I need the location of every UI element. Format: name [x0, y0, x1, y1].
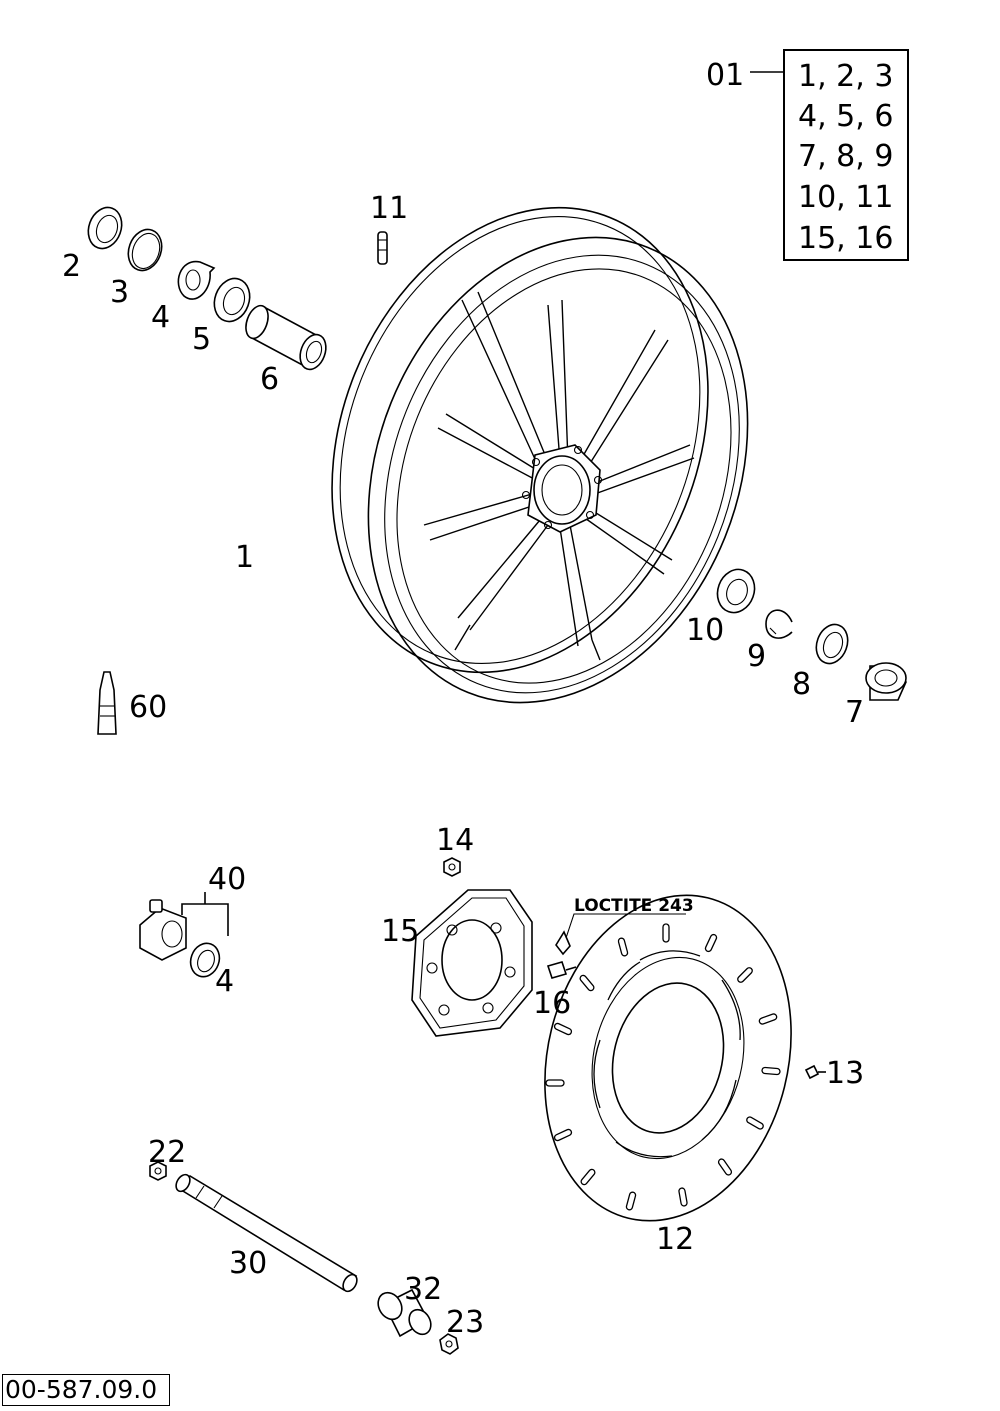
label-part-14: 14 — [436, 823, 474, 858]
label-part-22: 22 — [148, 1135, 186, 1170]
part-60-tube — [97, 671, 117, 735]
part-10-bearing — [716, 568, 756, 614]
kit-number: 01 — [706, 58, 744, 93]
label-part-15: 15 — [381, 914, 419, 949]
part-9-circlip — [765, 609, 793, 639]
label-part-4: 4 — [151, 300, 170, 335]
label-part-2: 2 — [62, 249, 81, 284]
part-32-spacer — [377, 1288, 432, 1338]
wheel-spokes — [423, 291, 695, 661]
part-4-circlip — [177, 260, 216, 300]
label-part-32: 32 — [404, 1272, 442, 1307]
label-part-1: 1 — [235, 540, 254, 575]
label-part-30: 30 — [229, 1246, 267, 1281]
label-part-60: 60 — [129, 690, 167, 725]
kit-contents-box — [783, 49, 909, 261]
part-40-speedo-drive — [139, 892, 229, 961]
label-part-9: 9 — [747, 639, 766, 674]
label-part-11: 11 — [370, 191, 408, 226]
part-16-bolt — [546, 913, 686, 979]
label-part-6: 6 — [260, 362, 279, 397]
label-part-23: 23 — [446, 1305, 484, 1340]
label-part-3: 3 — [110, 275, 129, 310]
loctite-note: LOCTITE 243 — [574, 896, 694, 916]
label-part-7: 7 — [845, 695, 864, 730]
part-6-spacer-sleeve — [245, 304, 327, 371]
label-part-8: 8 — [792, 667, 811, 702]
label-part-10: 10 — [686, 613, 724, 648]
kit-callout: 01 1, 2, 3 4, 5, 6 7, 8, 9 10, 11 15, 16 — [706, 49, 909, 261]
label-part-40: 40 — [208, 862, 246, 897]
kit-contents-line-1: 1, 2, 3 — [798, 59, 893, 94]
part-5-bearing — [213, 277, 251, 323]
kit-contents-line-3: 7, 8, 9 — [798, 139, 893, 174]
part-11-valve — [377, 231, 388, 265]
part-2-seal — [87, 206, 123, 250]
part-3-ring — [127, 228, 163, 272]
part-14-nut — [443, 857, 461, 877]
part-23-nut — [439, 1333, 459, 1355]
wheel-rim — [331, 206, 749, 704]
kit-contents-line-4: 10, 11 — [798, 180, 893, 215]
label-part-16: 16 — [533, 986, 571, 1021]
part-30-axle — [175, 1173, 358, 1293]
label-part-13: 13 — [826, 1056, 864, 1091]
label-part-5: 5 — [192, 322, 211, 357]
part-8-seal — [815, 623, 849, 665]
wheel-hub — [521, 444, 603, 533]
reference-code: 00-587.09.0 — [2, 1374, 170, 1406]
part-12-brake-disc — [544, 894, 792, 1222]
label-part-12: 12 — [656, 1222, 694, 1257]
label-part-4-speedo: 4 — [215, 964, 234, 999]
part-13-screw — [804, 1064, 826, 1080]
part-22-nut — [149, 1161, 167, 1181]
part-15-disc-carrier — [411, 889, 533, 1037]
kit-contents-line-2: 4, 5, 6 — [798, 99, 893, 134]
part-7-spacer — [865, 662, 907, 701]
part-4b-ring — [189, 942, 221, 978]
kit-contents-line-5: 15, 16 — [798, 221, 893, 256]
